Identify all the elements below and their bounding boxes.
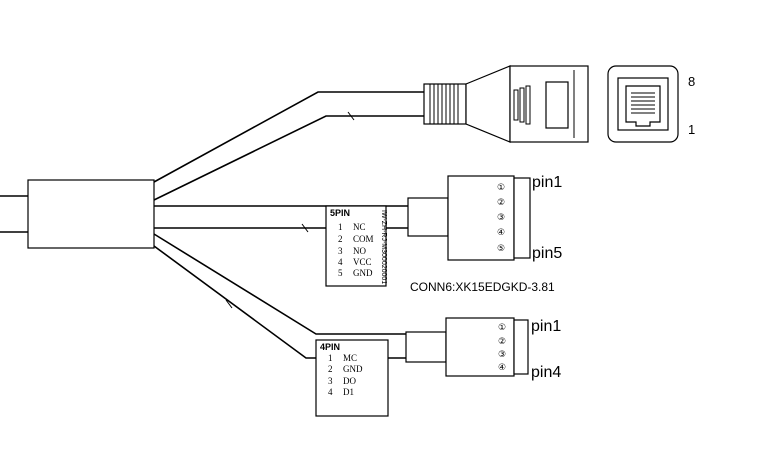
terminal-4pin-2: ② xyxy=(498,336,506,346)
pin-last-label-5pin: pin5 xyxy=(532,245,562,262)
jack-contacts xyxy=(631,92,655,114)
tag-5pin-name-4: VCC xyxy=(353,257,372,267)
tag-4pin-name-2: GND xyxy=(343,364,363,374)
tag-5pin-num-4: 4 xyxy=(338,257,343,267)
terminal-5pin-3: ③ xyxy=(497,212,505,222)
tag-4pin-num-1: 1 xyxy=(328,353,333,363)
tag-5pin-num-3: 3 xyxy=(338,246,343,256)
terminal-4pin-1: ① xyxy=(498,322,506,332)
tag-5pin-num-1: 1 xyxy=(338,222,343,232)
tag-4pin-num-4: 4 xyxy=(328,387,333,397)
rj45-plug xyxy=(423,65,589,143)
tag-5pin-name-2: COM xyxy=(353,234,374,244)
pin-first-label-5pin: pin1 xyxy=(532,174,562,191)
tag-4pin-name-1: MC xyxy=(343,353,357,363)
tag-5pin-part-number: IW-ZH-RJ-M300020001 xyxy=(380,210,387,284)
plug-grip-ribs xyxy=(429,84,459,124)
terminal-4pin-4: ④ xyxy=(498,362,506,372)
tag-4pin-name-3: DO xyxy=(343,376,356,386)
tag-4pin-rows: 1 MC 2 GND 3 DO 4 D1 xyxy=(328,353,363,397)
terminal-5pin-4: ④ xyxy=(497,227,505,237)
tag-5pin-rows: 1 NC 2 COM 3 NO 4 VCC 5 GND xyxy=(338,222,374,278)
connector-5pin: ① ② ③ ④ ⑤ pin1 pin5 CONN6:XK15EDGKD-3.81 xyxy=(407,174,562,294)
tag-5pin-name-1: NC xyxy=(353,222,366,232)
terminal-5pin-1: ① xyxy=(497,182,505,192)
tag-4pin-name-4: D1 xyxy=(343,387,354,397)
rj45-pin-bottom-label: 1 xyxy=(688,122,695,137)
tag-4pin-num-2: 2 xyxy=(328,364,333,374)
connector-model-label: CONN6:XK15EDGKD-3.81 xyxy=(410,280,555,294)
tag-5pin-name-3: NO xyxy=(353,246,366,256)
tag-4pin-title: 4PIN xyxy=(320,342,340,352)
tag-5pin-title: 5PIN xyxy=(330,208,350,218)
rj45-pin-top-label: 8 xyxy=(688,74,695,89)
rj45-jack-icon: 8 1 xyxy=(607,65,695,143)
terminal-5pin-5: ⑤ xyxy=(497,243,505,253)
label-tag-4pin: 4PIN 1 MC 2 GND 3 DO 4 D1 xyxy=(315,339,389,417)
connector-4pin: ① ② ③ ④ pin1 pin4 xyxy=(405,317,561,381)
terminal-4pin-3: ③ xyxy=(498,349,506,359)
label-tag-5pin: 5PIN 1 NC 2 COM 3 NO 4 VCC 5 GND IW-ZH-R… xyxy=(325,205,387,287)
tag-5pin-name-5: GND xyxy=(353,268,373,278)
terminal-5pin-2: ② xyxy=(497,197,505,207)
tag-4pin-num-3: 3 xyxy=(328,376,333,386)
pin-last-label-4pin: pin4 xyxy=(531,364,561,381)
main-cable xyxy=(0,179,155,249)
tag-5pin-num-2: 2 xyxy=(338,234,343,244)
tag-5pin-num-5: 5 xyxy=(338,268,343,278)
pin-first-label-4pin: pin1 xyxy=(531,318,561,335)
branch-rj45 xyxy=(153,91,426,201)
